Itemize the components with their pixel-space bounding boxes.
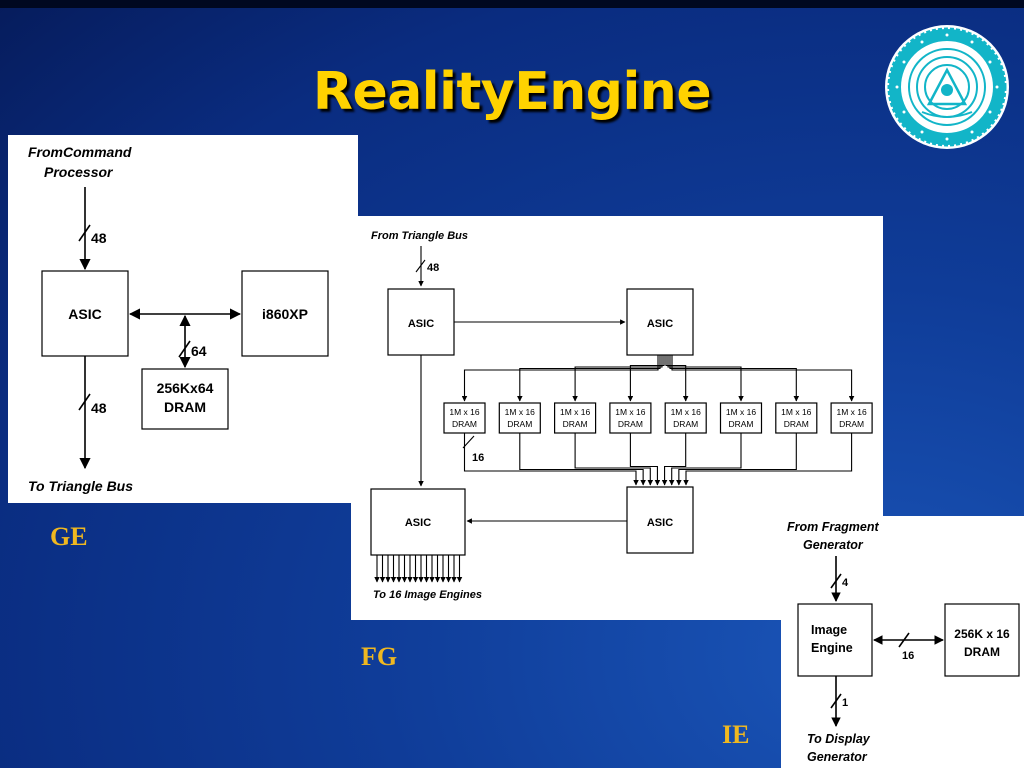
fg-dram-return-wire [661,433,687,486]
ie-mem-slash [898,632,910,648]
fg-dram-feed-wire [517,355,661,402]
ge-dram-box [141,368,229,430]
ge-asic-box [41,270,129,357]
fg-dram-label-line2: DRAM [728,419,753,429]
fg-dram-return-wire [629,433,661,486]
fg-dram-label-line1: 1M x 16 [781,407,812,417]
institute-logo [882,22,1012,157]
fg-dram-return-wire [574,433,654,486]
fg-dram-return-wire [676,433,797,486]
ie-in-slash [830,573,842,589]
fg-output-fanout [374,555,463,583]
ie-dram-box [944,603,1020,677]
ie-output-label-line2: Generator [807,750,868,764]
ge-output-label: To Triangle Bus [28,478,133,494]
fg-dram-return-wire [683,433,853,486]
fg-dram-feed-wire [671,355,855,402]
fg-bus-in-width: 48 [427,262,439,274]
fg-dram-feed-wire [667,355,744,402]
fg-asic-merge-label: ASIC [647,517,673,529]
fg-dram-return-wire [519,433,646,486]
ge-asic-label: ASIC [68,306,101,322]
ge-bus-in-width: 48 [91,230,107,246]
fg-dram-label-line2: DRAM [618,419,643,429]
fg-dram-feed-wire [572,355,663,402]
fg-dram-box [775,402,818,434]
top-bar [0,0,1024,8]
ie-engine-label-line1: Image [811,623,847,637]
fg-dram-box [609,402,652,434]
fg-asic-merge-box [626,486,694,554]
ge-caption: GE [50,522,88,551]
ie-input-label-line1: From Fragment [787,520,880,534]
fg-asic-mid-label: ASIC [647,318,673,330]
fg-dram-feed-wire [665,355,689,402]
ie-diagram-panel: From Fragment Generator 4 Image Engine 2… [781,516,1024,768]
fg-dram-box [664,402,707,434]
ge-input-label-line1: FromCommand [28,144,132,160]
fg-dram-return-wire [668,433,742,486]
ge-mem-bus-width: 64 [191,343,207,359]
fg-in-slash [415,259,426,273]
ie-bus-out-width: 1 [842,697,848,709]
fg-asic-in-label: ASIC [408,318,434,330]
fg-dram-label-line2: DRAM [452,419,477,429]
fg-dram-box [830,402,873,434]
fg-dram-label-line1: 1M x 16 [560,407,591,417]
fg-dram-box [719,402,763,434]
ie-out-slash [830,693,842,709]
fg-caption: FG [361,642,398,671]
fg-dram-feed-wire [669,355,800,402]
fg-dram-label-line1: 1M x 16 [615,407,646,417]
ie-output-label-line1: To Display [807,732,871,746]
ge-diagram-panel: FromCommand Processor 48 ASIC i860XP 64 … [8,135,358,503]
fg-dram-label-line1: 1M x 16 [505,407,536,417]
fg-dram-label-line2: DRAM [507,419,532,429]
fg-asic-out-label: ASIC [405,517,431,529]
ie-caption: IE [722,720,750,749]
fg-dram-return-wire [463,433,639,486]
fg-dram-feed-wire [627,355,665,402]
ge-input-label-line2: Processor [44,164,114,180]
fg-dram-label-line2: DRAM [784,419,809,429]
ge-bus-out-width: 48 [91,400,107,416]
ie-mem-bus-width: 16 [902,650,914,662]
ge-bus-slash [78,224,91,242]
fg-dram-label-line1: 1M x 16 [449,407,480,417]
ie-engine-box [797,603,873,677]
fg-dram-label-line2: DRAM [563,419,588,429]
fg-dram-label-line2: DRAM [839,419,864,429]
fg-asic-mid-box [626,288,694,356]
fg-output-label: To 16 Image Engines [373,589,482,601]
fg-dram-bus-width: 16 [472,452,484,464]
fg-input-label: From Triangle Bus [371,230,468,242]
fg-dram-label-line1: 1M x 16 [836,407,867,417]
ge-cpu-box [241,270,329,357]
ge-mem-slash [178,340,191,358]
ge-cpu-label: i860XP [262,306,308,322]
ge-dram-label-line2: DRAM [164,399,206,415]
fg-asic-in-box [387,288,455,356]
ge-dram-label-line1: 256Kx64 [157,380,214,396]
fg-dram-box [498,402,541,434]
ie-dram-label-line2: DRAM [964,645,1000,659]
ie-engine-label-line2: Engine [811,641,853,655]
fg-dram-label-line1: 1M x 16 [671,407,702,417]
fg-dram-slash [462,435,475,449]
ie-input-label-line2: Generator [803,538,864,552]
ie-bus-in-width: 4 [842,577,849,589]
ge-out-slash [78,393,91,411]
fg-dram-array: 1M x 16 DRAM 1M x 16 DRAM 1M x 16 DRAM 1M x 16… [443,355,873,486]
ie-dram-label-line1: 256K x 16 [954,627,1010,641]
fg-dram-label-line2: DRAM [673,419,698,429]
iit-kanpur-seal-icon [885,25,1009,149]
fg-asic-out-box [370,488,466,556]
fg-dram-label-line1: 1M x 16 [726,407,757,417]
fg-dram-feed-wire [461,355,659,402]
fg-dram-box [554,402,597,434]
slide-title: RealityEngine [312,62,712,122]
